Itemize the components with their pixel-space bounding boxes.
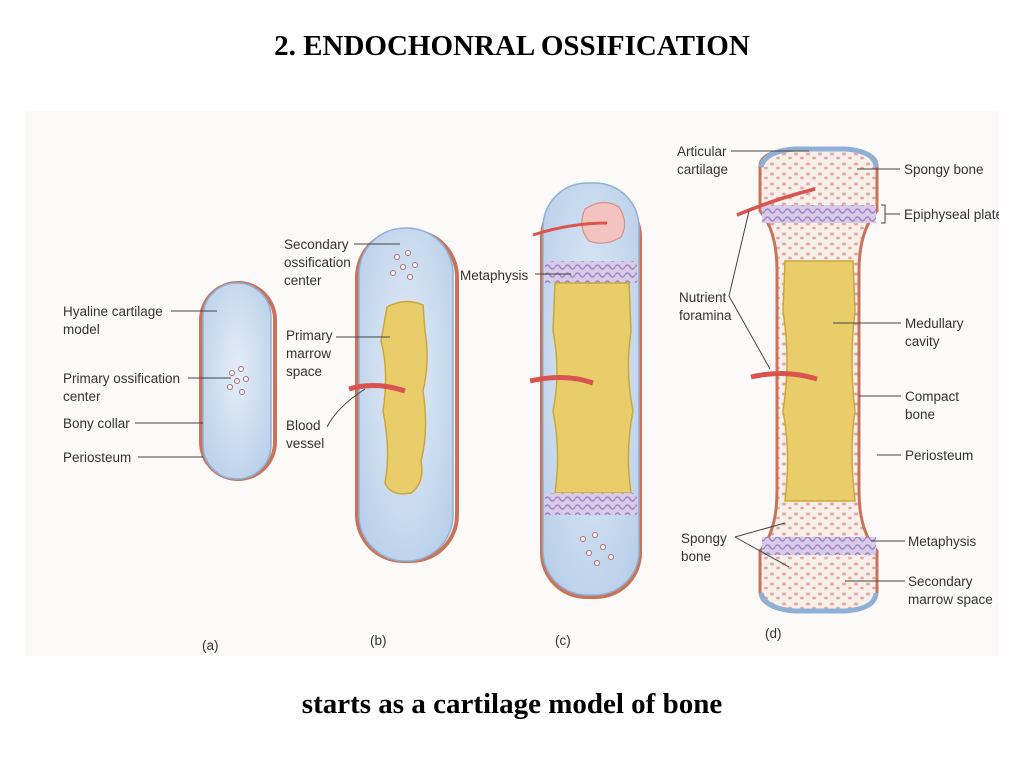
label-secondary-1: Secondary [284,237,349,252]
label-periosteum-a: Periosteum [63,450,131,465]
panel-label-d: (d) [765,626,782,641]
metaphysis-top-c [545,261,637,283]
primary-marrow-space-b [380,300,428,495]
label-primary-center-2: center [63,389,101,404]
blood-vessel-c [529,374,594,386]
metaphysis-bottom-c [545,493,637,515]
blood-vessel-c-top [532,221,608,237]
label-secondary-marrow-1: Secondary [908,574,973,589]
label-secondary-2: ossification [284,255,351,270]
label-nutrient-2: foramina [679,308,732,323]
panel-label-c: (c) [555,633,571,648]
panel-a: Hyaline cartilage model Primary ossifica… [63,281,277,653]
label-spongy-bot-1: Spongy [681,531,727,546]
label-periosteum-d: Periosteum [905,448,973,463]
panel-label-a: (a) [202,638,219,653]
label-hyaline-1: Hyaline cartilage [63,304,163,319]
label-secondary-3: center [284,273,322,288]
leader-lines-d [728,150,905,582]
primary-ossification-cells-a [227,366,249,395]
epiphyseal-plate-d [762,205,876,223]
blood-vessel-b [348,383,406,394]
label-vessel-2: vessel [286,436,324,451]
label-compact-2: bone [905,407,935,422]
label-spongy-bot-2: bone [681,549,711,564]
articular-cartilage-bottom [758,592,879,614]
articular-cartilage-top [758,146,879,168]
ossification-figure: Hyaline cartilage model Primary ossifica… [25,111,1003,656]
nutrient-vessel-d [750,370,818,382]
label-metaphysis-c: Metaphysis [460,268,529,283]
label-metaphysis-d: Metaphysis [908,534,977,549]
leader-lines-b [326,243,400,428]
metaphysis-plate-d [762,537,876,555]
secondary-cells-c-bottom [580,532,614,566]
label-articular-1: Articular [677,144,727,159]
label-medullary-2: cavity [905,334,940,349]
label-nutrient-1: Nutrient [679,290,727,305]
label-secondary-marrow-2: marrow space [908,592,993,607]
label-spongy-top: Spongy bone [904,162,984,177]
slide-caption: starts as a cartilage model of bone [301,688,723,720]
label-epiphyseal: Epiphyseal plate [904,207,999,222]
label-compact-1: Compact [905,389,959,404]
label-marrow-2: marrow [286,346,331,361]
label-marrow-3: space [286,364,322,379]
slide-title: 2. ENDOCHONRAL OSSIFICATION [274,30,750,62]
label-bony-collar: Bony collar [63,416,130,431]
panel-label-b: (b) [370,633,387,648]
nutrient-vessel-d-top [736,187,816,217]
marrow-cavity-c [552,282,634,494]
panel-b: Secondary ossification center Primary ma… [284,227,459,648]
label-vessel-1: Blood [286,418,321,433]
panel-c: Metaphysis (c) [460,182,642,648]
label-medullary-1: Medullary [905,316,964,331]
medullary-cavity-d [782,260,856,502]
label-marrow-1: Primary [286,328,333,343]
panel-d: Articular cartilage Spongy bone Epiphyse… [677,144,1003,641]
label-articular-2: cartilage [677,162,728,177]
leader-lines-a [135,310,231,458]
label-primary-center-1: Primary ossification [63,371,180,386]
label-hyaline-2: model [63,322,100,337]
secondary-ossification-cells-b [390,250,418,280]
ossification-diagram: Hyaline cartilage model Primary ossifica… [63,144,1003,653]
